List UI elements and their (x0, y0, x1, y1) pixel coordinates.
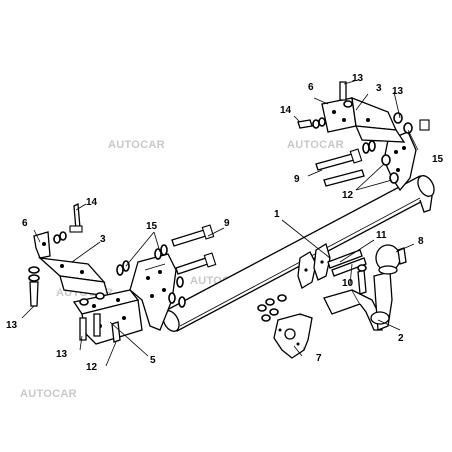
right-top-fasteners (297, 81, 430, 134)
label-part-12-right: 12 (342, 190, 354, 201)
label-part-15-left: 15 (146, 221, 158, 232)
label-part-9-right: 9 (294, 174, 300, 185)
label-part-5: 5 (150, 355, 156, 366)
label-part-14-left: 14 (86, 197, 98, 208)
label-part-13-left-b: 13 (6, 320, 18, 331)
right-bracket (321, 96, 406, 143)
label-part-13-left-a: 13 (56, 349, 68, 360)
left-bolts-nine (116, 224, 217, 308)
right-bolts-nine (315, 140, 399, 187)
bolt-ten (357, 264, 367, 295)
label-part-3-right: 3 (376, 83, 382, 94)
label-part-7: 7 (316, 353, 322, 364)
part-labels: 1 2 3 3 5 6 6 7 8 9 9 10 11 12 12 13 13 … (6, 73, 444, 373)
label-part-9-left: 9 (224, 218, 230, 229)
label-part-8: 8 (418, 236, 424, 247)
ball-cap (375, 244, 407, 275)
left-bracket (33, 231, 109, 297)
label-part-6-right: 6 (308, 82, 314, 93)
watermark-top-left: AUTOCAR (108, 139, 165, 151)
left-side-bracket-plate (129, 253, 177, 331)
watermark-top-right: AUTOCAR (287, 139, 344, 151)
crossbar-tube (162, 175, 435, 332)
label-part-12-left: 12 (86, 362, 98, 373)
left-lower-fasteners (28, 266, 121, 343)
watermark-bottom-left: AUTOCAR (20, 388, 77, 400)
label-part-2: 2 (398, 333, 404, 344)
label-part-13-right-b: 13 (392, 86, 404, 97)
socket-plate (273, 313, 313, 359)
label-part-3-left: 3 (100, 234, 106, 245)
label-part-11: 11 (376, 230, 387, 241)
leader-lines (21, 79, 419, 367)
label-part-13-right-a: 13 (352, 73, 364, 84)
left-top-bolt-assembly (53, 202, 83, 244)
label-part-10: 10 (342, 278, 354, 289)
center-lugs (297, 243, 331, 289)
label-part-15-right: 15 (432, 154, 444, 165)
label-part-14-right: 14 (280, 105, 292, 116)
label-part-6-left: 6 (22, 218, 28, 229)
label-part-1: 1 (274, 209, 280, 220)
